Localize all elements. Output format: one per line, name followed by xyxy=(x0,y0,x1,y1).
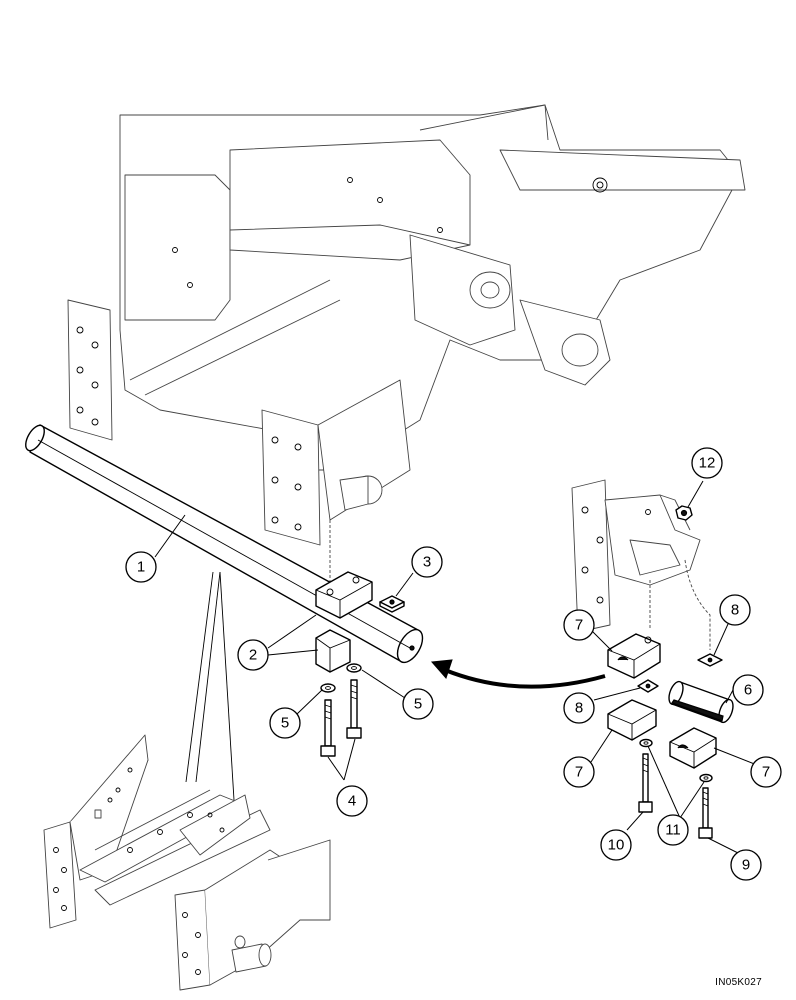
callout-7-lower-right-number: 7 xyxy=(762,764,770,781)
callout-6-number: 6 xyxy=(744,682,752,699)
callout-7-lower-left: 7 xyxy=(563,756,595,788)
callout-10: 10 xyxy=(600,829,632,861)
callout-leaders xyxy=(154,480,758,854)
callout-11-number: 11 xyxy=(665,822,681,839)
callout-7-upper: 7 xyxy=(563,609,595,641)
callout-3: 3 xyxy=(411,546,443,578)
callout-4: 4 xyxy=(336,785,368,817)
callout-2: 2 xyxy=(237,639,269,671)
detail-guide-line-2 xyxy=(684,559,711,650)
callout-5-right-number: 5 xyxy=(414,696,422,713)
clamp-part-7-upper xyxy=(607,633,661,679)
callout-1: 1 xyxy=(125,551,157,583)
plate-part-8-upper xyxy=(697,653,723,667)
callout-7-lower-left-number: 7 xyxy=(575,764,583,781)
callout-11: 11 xyxy=(657,814,689,846)
callout-1-number: 1 xyxy=(137,559,145,576)
callout-3-number: 3 xyxy=(423,554,431,571)
bolt-part-4-right xyxy=(346,679,362,739)
direction-arrow xyxy=(430,659,606,689)
bolt-part-10 xyxy=(638,753,653,813)
chassis-frame xyxy=(67,104,746,546)
nut-plate-part-3 xyxy=(379,595,405,613)
detail-mount-bracket xyxy=(571,479,701,633)
bolt-part-9 xyxy=(698,787,713,839)
pin-part-6 xyxy=(668,680,734,724)
callout-8-lower-number: 8 xyxy=(575,700,583,717)
bolt-part-4-left xyxy=(320,699,336,757)
figure-reference-code: IN05K027 xyxy=(715,977,762,988)
callout-5-left-number: 5 xyxy=(281,715,289,732)
nut-part-12 xyxy=(675,505,693,521)
callout-6: 6 xyxy=(732,674,764,706)
washer-part-11-left xyxy=(639,738,653,748)
washer-part-5-left xyxy=(320,683,336,693)
callout-10-number: 10 xyxy=(608,837,625,854)
callout-5-right: 5 xyxy=(402,688,434,720)
callout-9: 9 xyxy=(730,849,762,881)
callout-7-upper-number: 7 xyxy=(575,617,583,634)
clamp-half-lower-part-2 xyxy=(315,629,351,673)
callout-5-left: 5 xyxy=(269,707,301,739)
callout-12-number: 12 xyxy=(699,455,716,472)
callout-2-number: 2 xyxy=(249,647,257,664)
inset-frame-view xyxy=(43,571,331,991)
callout-12: 12 xyxy=(691,447,723,479)
clamp-half-upper-part-2 xyxy=(315,571,373,619)
washer-part-5-right xyxy=(346,663,362,673)
callout-4-number: 4 xyxy=(348,793,356,810)
callout-7-lower-right: 7 xyxy=(750,756,782,788)
clamp-part-7-lower-right xyxy=(669,727,717,769)
callout-8-lower: 8 xyxy=(563,692,595,724)
washer-part-11-right xyxy=(699,773,713,783)
callout-8-upper: 8 xyxy=(719,594,751,626)
plate-part-8-lower xyxy=(637,679,659,693)
callout-9-number: 9 xyxy=(742,857,750,874)
clamp-part-7-lower-left xyxy=(607,699,657,741)
callout-8-upper-number: 8 xyxy=(731,602,739,619)
